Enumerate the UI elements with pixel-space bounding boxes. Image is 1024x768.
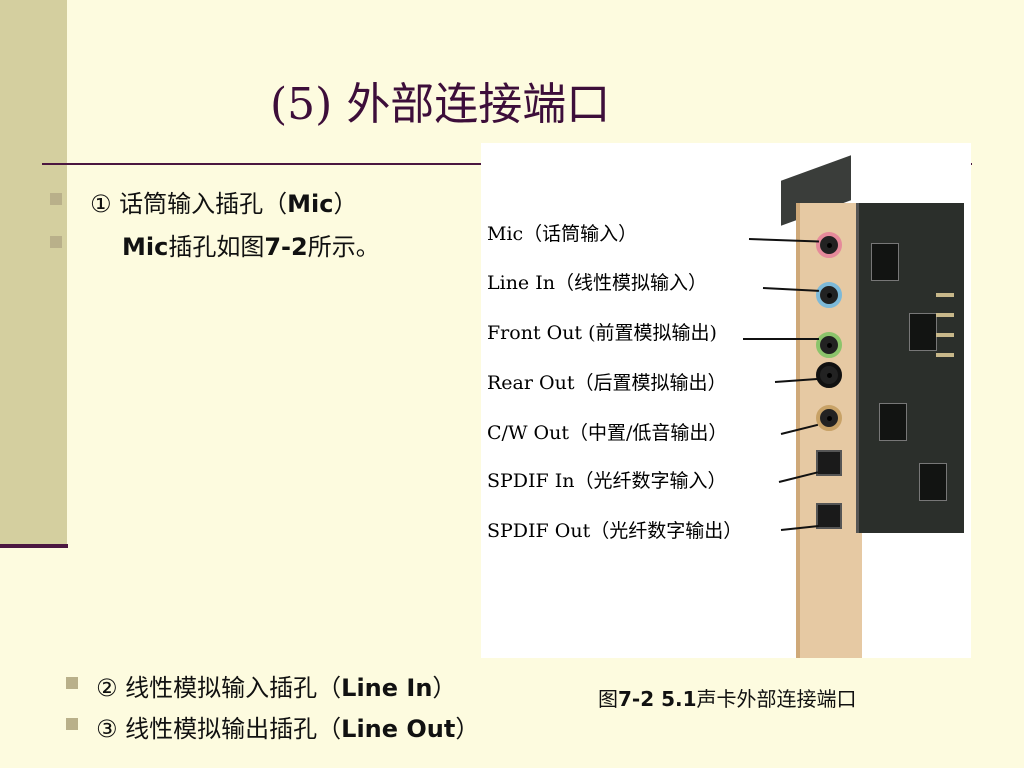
figure-label: Mic（话筒输入） xyxy=(487,223,638,245)
chip xyxy=(909,313,937,351)
figure-label: SPDIF In（光纤数字输入） xyxy=(487,470,727,492)
bullet-square-icon xyxy=(66,677,78,689)
pin xyxy=(936,353,954,357)
bullet-square-icon xyxy=(66,718,78,730)
pin xyxy=(936,313,954,317)
figure-label: Line In（线性模拟输入） xyxy=(487,272,707,294)
sound-card-figure: Mic（话筒输入） Line In（线性模拟输入） Front Out (前置模… xyxy=(481,143,971,658)
bullet-mic: ① 话筒输入插孔（Mic） xyxy=(90,190,358,218)
figure-caption: 图7-2 5.1声卡外部连接端口 xyxy=(598,687,857,711)
bullet-line-in: ② 线性模拟输入插孔（Line In） xyxy=(96,674,457,702)
line-in-jack-icon xyxy=(816,282,842,308)
pin xyxy=(936,293,954,297)
circuit-board xyxy=(856,203,964,533)
spdif-in-port-icon xyxy=(816,450,842,476)
bullet-square-icon xyxy=(50,236,62,248)
figure-label: SPDIF Out（光纤数字输出） xyxy=(487,520,743,542)
leader-line xyxy=(743,338,819,340)
side-band xyxy=(0,0,67,548)
front-out-jack-icon xyxy=(816,332,842,358)
chip xyxy=(871,243,899,281)
rear-out-jack-icon xyxy=(816,362,842,388)
figure-label: Rear Out（后置模拟输出） xyxy=(487,372,727,394)
chip xyxy=(919,463,947,501)
spdif-out-port-icon xyxy=(816,503,842,529)
side-rule xyxy=(0,544,68,548)
chip xyxy=(879,403,907,441)
pin xyxy=(936,333,954,337)
mic-jack-icon xyxy=(816,232,842,258)
cw-out-jack-icon xyxy=(816,405,842,431)
slide-title: (5) 外部连接端口 xyxy=(270,79,611,130)
bullet-square-icon xyxy=(50,193,62,205)
bullet-line-out: ③ 线性模拟输出插孔（Line Out） xyxy=(96,715,480,743)
bullet-mic-desc: Mic插孔如图7-2所示。 xyxy=(122,233,380,261)
figure-label: Front Out (前置模拟输出) xyxy=(487,322,717,344)
figure-label: C/W Out（中置/低音输出） xyxy=(487,422,728,444)
